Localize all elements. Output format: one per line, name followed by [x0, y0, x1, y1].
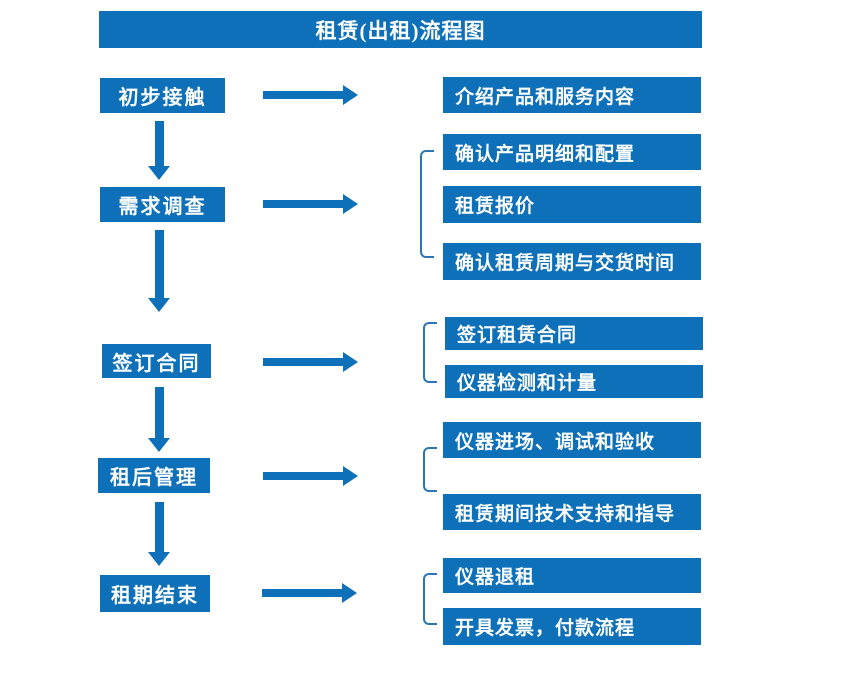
down-arrow-1 [148, 121, 170, 180]
arrow-head-icon [343, 85, 358, 105]
detail-label: 仪器退租 [455, 567, 536, 588]
right-arrow-4 [263, 466, 358, 486]
right-arrow-5 [262, 583, 357, 603]
arrow-head-icon [148, 552, 170, 566]
step-box-initial-contact: 初步接触 [100, 78, 225, 113]
detail-box-instrument-testing: 仪器检测和计量 [445, 365, 703, 398]
detail-box-instrument-return: 仪器退租 [443, 558, 701, 593]
arrow-shaft [263, 91, 343, 99]
arrow-shaft [263, 358, 343, 366]
arrow-shaft [154, 387, 164, 438]
detail-box-rental-quote: 租赁报价 [443, 186, 701, 223]
step-box-sign-contract: 签订合同 [102, 344, 211, 378]
bracket-group-demand-survey [420, 150, 434, 258]
down-arrow-3 [148, 387, 170, 452]
arrow-shaft [262, 589, 342, 597]
arrow-head-icon [148, 438, 170, 452]
right-arrow-1 [263, 85, 358, 105]
detail-box-invoice-payment: 开具发票，付款流程 [443, 608, 701, 645]
arrow-head-icon [343, 466, 358, 486]
step-label: 租期结束 [111, 585, 199, 607]
step-box-rental-end: 租期结束 [100, 575, 210, 612]
down-arrow-2 [148, 230, 170, 312]
detail-box-tech-support: 租赁期间技术支持和指导 [443, 494, 701, 530]
detail-box-confirm-product-config: 确认产品明细和配置 [443, 134, 701, 170]
bracket-group-rental-end [423, 573, 437, 625]
arrow-shaft [263, 200, 343, 208]
arrow-head-icon [148, 166, 170, 180]
right-arrow-2 [263, 194, 358, 214]
right-arrow-3 [263, 352, 358, 372]
detail-label: 租赁报价 [455, 196, 536, 217]
step-label: 初步接触 [118, 87, 207, 109]
page-title: 租赁(出租)流程图 [315, 18, 486, 43]
arrow-head-icon [148, 298, 170, 312]
detail-label: 租赁期间技术支持和指导 [455, 503, 676, 525]
detail-box-introduce-products: 介绍产品和服务内容 [443, 77, 701, 113]
title-bar: 租赁(出租)流程图 [99, 11, 702, 48]
bracket-group-sign-contract [423, 322, 437, 383]
arrow-shaft [154, 502, 164, 552]
detail-label: 仪器检测和计量 [457, 373, 598, 394]
arrow-shaft [263, 472, 343, 480]
detail-box-instrument-setup-acceptance: 仪器进场、调试和验收 [443, 422, 701, 458]
detail-label: 签订租赁合同 [457, 325, 578, 346]
detail-box-sign-rental-contract: 签订租赁合同 [445, 317, 703, 350]
arrow-head-icon [342, 583, 357, 603]
step-box-demand-survey: 需求调查 [100, 187, 225, 222]
detail-box-confirm-period-delivery: 确认租赁周期与交货时间 [443, 243, 701, 280]
step-label: 需求调查 [118, 196, 207, 218]
detail-label: 介绍产品和服务内容 [455, 86, 636, 108]
bracket-group-post-rental [423, 447, 437, 492]
arrow-shaft [154, 230, 164, 298]
down-arrow-4 [148, 502, 170, 566]
detail-label: 仪器进场、调试和验收 [455, 431, 656, 453]
step-label: 签订合同 [112, 352, 201, 375]
detail-label: 确认产品明细和配置 [455, 143, 636, 165]
arrow-shaft [154, 121, 164, 166]
arrow-head-icon [343, 194, 358, 214]
step-box-post-rental-management: 租后管理 [98, 458, 210, 493]
arrow-head-icon [343, 352, 358, 372]
detail-label: 开具发票，付款流程 [455, 618, 636, 639]
step-label: 租后管理 [110, 467, 198, 489]
detail-label: 确认租赁周期与交货时间 [455, 253, 676, 274]
